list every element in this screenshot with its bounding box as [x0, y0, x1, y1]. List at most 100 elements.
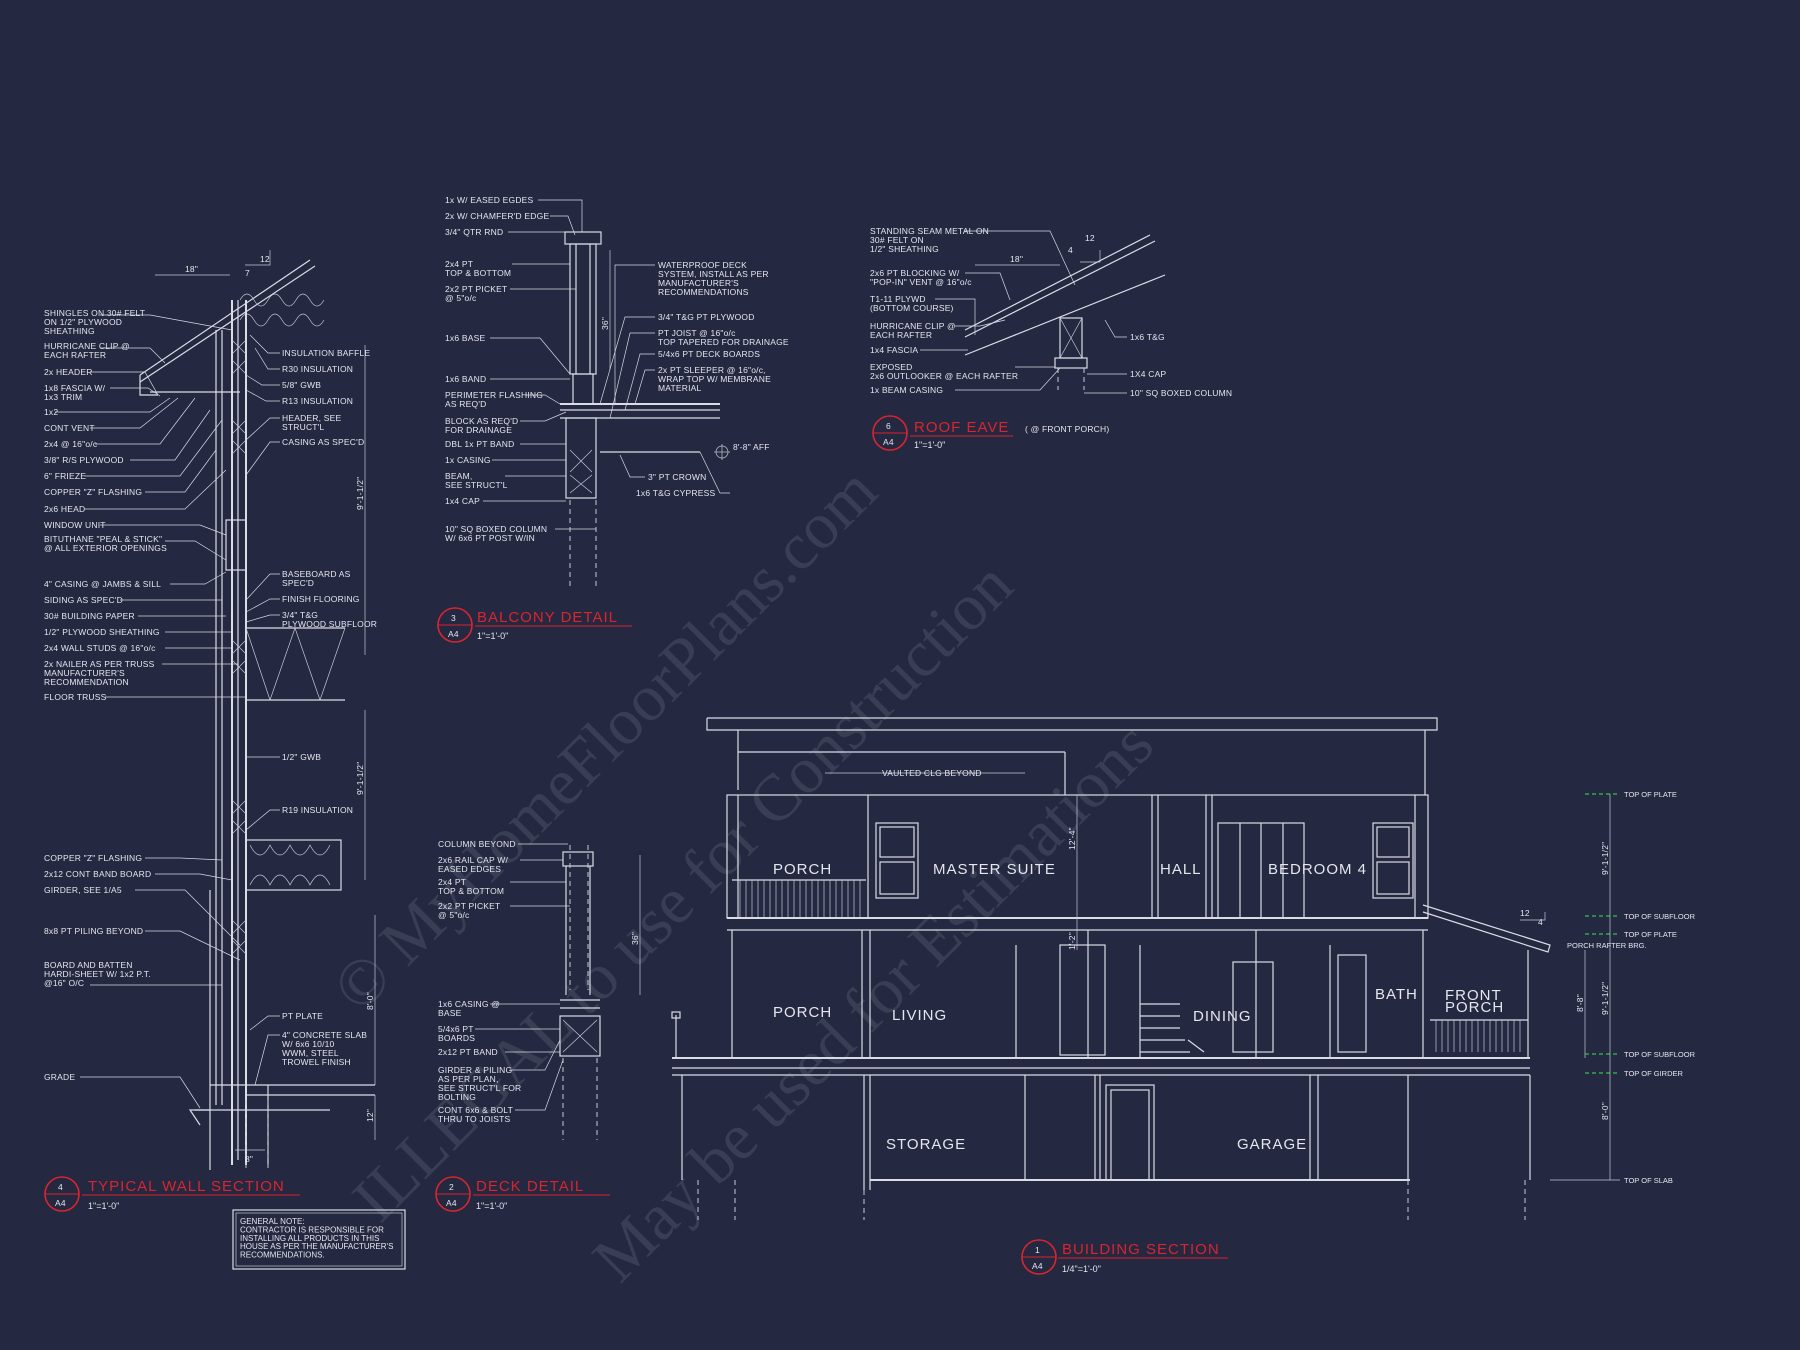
general-note: GENERAL NOTE:CONTRACTOR IS RESPONSIBLE F… [232, 1209, 406, 1270]
dim-right-mid: 9'-1-1/2" [1600, 982, 1610, 1015]
balcony-label: 2x2 PT PICKET@ 5"o/c [445, 284, 507, 303]
title-deck-text: DECK DETAIL [476, 1178, 584, 1195]
room-dining: DINING [1193, 1008, 1252, 1025]
eave-label: 10" SQ BOXED COLUMN [1130, 388, 1232, 398]
wall-label: GRADE [44, 1072, 75, 1082]
balcony-label: 1x4 CAP [445, 496, 480, 506]
roof-eave-leaders [920, 230, 1127, 394]
title-building-scale: 1/4"=1'-0" [1062, 1264, 1101, 1274]
dim-upper-ceiling: 12'-4" [1067, 827, 1077, 850]
dim-right-upper: 9'-1-1/2" [1600, 842, 1610, 875]
wall-label: 2x12 CONT BAND BOARD [44, 869, 151, 879]
balcony-drawing: 36" [560, 231, 730, 590]
dim-porch-slope-run: 4 [1538, 917, 1543, 927]
title-building-sheet: A4 [1032, 1261, 1043, 1271]
building-section-dimensions: 12'-4" 1'-2" 9'-1-1/2" 9'-1-1/2" 8'-0" 8… [1067, 827, 1610, 1120]
dim-eave-slope-run: 4 [1068, 245, 1073, 255]
title-wall-number: 4 [58, 1182, 63, 1192]
dim-wall-lower: 8'-0" [365, 992, 375, 1010]
wall-label-right: R13 INSULATION [282, 396, 353, 406]
title-eave-text: ROOF EAVE [914, 419, 1009, 436]
level-label: TOP OF GIRDER [1624, 1069, 1683, 1078]
level-label: PORCH RAFTER BRG. [1567, 941, 1647, 950]
wall-label-right: 1/2" GWB [282, 752, 321, 762]
dim-wall-upper: 9'-1-1/2" [355, 477, 365, 510]
title-deck-number: 2 [449, 1182, 454, 1192]
wall-label: CONT VENT [44, 423, 95, 433]
wall-label: WINDOW UNIT [44, 520, 106, 530]
title-building-number: 1 [1035, 1245, 1040, 1255]
title-eave-note: ( @ FRONT PORCH) [1025, 424, 1109, 434]
wall-label: 3/8" R/S PLYWOOD [44, 455, 124, 465]
balcony-label-right: 3/4" T&G PT PLYWOOD [658, 312, 755, 322]
wall-label: 1x2 [44, 407, 58, 417]
room-bedroom-4: BEDROOM 4 [1268, 861, 1367, 878]
balcony-label: 1x W/ EASED EGDES [445, 195, 534, 205]
level-label: TOP OF SUBFLOOR [1624, 1050, 1696, 1059]
deck-label: 2x2 PT PICKET@ 5"o/c [438, 901, 500, 920]
balcony-leaders-right [599, 264, 730, 494]
eave-label: 2x6 PT BLOCKING W/"POP-IN" VENT @ 16"o/c [870, 268, 972, 287]
general-note-text: GENERAL NOTE:CONTRACTOR IS RESPONSIBLE F… [240, 1217, 393, 1260]
wall-label: 1/2" PLYWOOD SHEATHING [44, 627, 160, 637]
dim-wall-eave-width: 18" [185, 264, 198, 274]
title-wall-scale: 1"=1'-0" [88, 1201, 119, 1211]
balcony-label: 3/4" QTR RND [445, 227, 503, 237]
title-wall-section: 4 A4 TYPICAL WALL SECTION 1"=1'-0" [44, 1176, 300, 1212]
dim-wall-slope-rise: 12 [260, 254, 270, 264]
wall-section-drawing [139, 250, 376, 1170]
wall-label: 30# BUILDING PAPER [44, 611, 135, 621]
roof-eave-drawing: 18" 12 4 [964, 233, 1166, 390]
room-hall: HALL [1160, 861, 1202, 878]
deck-label: 1x6 CASING @BASE [438, 999, 500, 1018]
title-wall-text: TYPICAL WALL SECTION [88, 1178, 285, 1195]
wall-section-dimensions: 18" 12 7 9'-1-1/2" 9'-1-1/2" 8'-0" 12" 8… [185, 254, 375, 1164]
room-garage: GARAGE [1237, 1136, 1307, 1153]
vaulted-ceiling-note: VAULTED CLG BEYOND [882, 768, 982, 778]
title-balcony-sheet: A4 [448, 629, 459, 639]
room-storage: STORAGE [886, 1136, 966, 1153]
dim-eave-width: 18" [1010, 254, 1023, 264]
balcony-labels-left: 1x W/ EASED EGDES 2x W/ CHAMFER'D EDGE 3… [445, 195, 549, 543]
wall-label: SIDING AS SPEC'D [44, 595, 123, 605]
level-markers: TOP OF PLATE TOP OF SUBFLOOR TOP OF PLAT… [1567, 790, 1696, 1185]
title-roof-eave: 6 A4 ROOF EAVE ( @ FRONT PORCH) 1"=1'-0" [872, 415, 1109, 451]
wall-section-leaders-left [55, 314, 246, 1109]
level-label: TOP OF SLAB [1624, 1176, 1673, 1185]
room-front-porch-1: FRONT [1445, 987, 1502, 1004]
deck-detail-leaders [475, 843, 570, 1111]
title-building-text: BUILDING SECTION [1062, 1241, 1220, 1258]
level-label: TOP OF SUBFLOOR [1624, 912, 1696, 921]
title-eave-scale: 1"=1'-0" [914, 440, 945, 450]
building-section-text: VAULTED CLG BEYOND PORCH MASTER SUITE HA… [773, 768, 1503, 1153]
balcony-leaders-left [483, 199, 596, 530]
wall-label: COPPER "Z" FLASHING [44, 487, 142, 497]
balcony-label: 1x CASING [445, 455, 491, 465]
eave-label: 1x4 FASCIA [870, 345, 918, 355]
wall-section-labels-right: INSULATION BAFFLE R30 INSULATION 5/8" GW… [282, 348, 377, 1067]
title-balcony-number: 3 [451, 613, 456, 623]
wall-label: 2x HEADER [44, 367, 93, 377]
balcony-label-right: 5/4x6 PT DECK BOARDS [658, 349, 760, 359]
deck-label: COLUMN BEYOND [438, 839, 516, 849]
balcony-label: 2x W/ CHAMFER'D EDGE [445, 211, 549, 221]
wall-label-right: R30 INSULATION [282, 364, 353, 374]
building-section-drawing [671, 717, 1620, 1220]
wall-label-right: CASING AS SPEC'D [282, 437, 364, 447]
title-deck-sheet: A4 [446, 1198, 457, 1208]
eave-label: 1X4 CAP [1130, 369, 1166, 379]
